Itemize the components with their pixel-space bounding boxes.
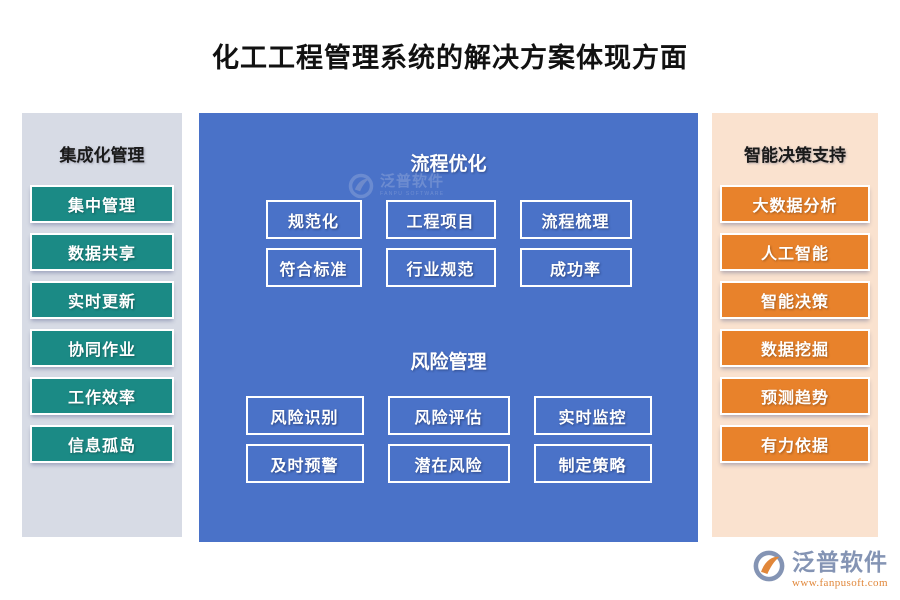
process-cell-3-2[interactable]: 成功率: [519, 248, 632, 287]
right-chip-3-label: 智能决策: [760, 294, 829, 311]
process-cell-3-1[interactable]: 流程梳理: [519, 200, 632, 239]
risk-col-2: 风险评估 潜在风险: [387, 396, 510, 483]
left-chip-1[interactable]: 集中管理: [30, 185, 174, 223]
right-chip-3[interactable]: 智能决策: [720, 281, 870, 319]
section-process-grid: 规范化 符合标准 工程项目 行业规范 流程梳理 成功率: [199, 200, 698, 287]
center-column-panel: 泛普软件 FANPU SOFTWARE 流程优化 规范化 符合标准 工程项目 行…: [199, 113, 698, 542]
risk-cell-1-2[interactable]: 及时预警: [245, 444, 364, 483]
center-section-risk-management: 风险管理 风险识别 及时预警 风险评估 潜在风险 实时监控: [199, 329, 698, 483]
process-cell-1-1-label: 规范化: [287, 213, 339, 231]
right-chip-1[interactable]: 大数据分析: [720, 185, 870, 223]
risk-cell-3-2[interactable]: 制定策略: [533, 444, 652, 483]
right-chip-2-label: 人工智能: [760, 246, 829, 263]
risk-cell-2-1[interactable]: 风险评估: [387, 396, 510, 435]
section-risk-grid: 风险识别 及时预警 风险评估 潜在风险 实时监控 制定策略: [199, 396, 698, 483]
risk-cell-2-2-label: 潜在风险: [414, 457, 483, 475]
left-chip-1-label: 集中管理: [67, 198, 136, 215]
brand-mark-icon: [753, 550, 785, 582]
process-cell-3-2-label: 成功率: [549, 261, 601, 279]
process-col-2: 工程项目 行业规范: [385, 200, 496, 287]
right-column-panel: 智能决策支持 大数据分析 人工智能 智能决策 数据挖掘 预测趋势 有力依据: [712, 113, 878, 537]
left-chip-5[interactable]: 工作效率: [30, 377, 174, 415]
left-column-header: 集成化管理: [59, 146, 145, 165]
right-chip-5[interactable]: 预测趋势: [720, 377, 870, 415]
left-chip-2[interactable]: 数据共享: [30, 233, 174, 271]
brand-name: 泛普软件: [792, 550, 888, 575]
risk-cell-1-1[interactable]: 风险识别: [245, 396, 364, 435]
brand-logo: 泛普软件 www.fanpusoft.com: [752, 549, 892, 593]
left-chip-2-label: 数据共享: [67, 246, 136, 263]
process-col-1: 规范化 符合标准: [265, 200, 362, 287]
left-column-panel: 集成化管理 集中管理 数据共享 实时更新 协同作业 工作效率 信息孤岛: [22, 113, 182, 537]
right-chip-4[interactable]: 数据挖掘: [720, 329, 870, 367]
process-cell-1-1[interactable]: 规范化: [265, 200, 362, 239]
left-chip-3-label: 实时更新: [67, 294, 136, 311]
brand-logo-text: 泛普软件 www.fanpusoft.com: [792, 549, 888, 589]
process-cell-3-1-label: 流程梳理: [541, 213, 610, 231]
right-chip-2[interactable]: 人工智能: [720, 233, 870, 271]
right-chip-4-label: 数据挖掘: [760, 342, 829, 359]
right-chip-1-label: 大数据分析: [752, 198, 838, 215]
risk-cell-1-1-label: 风险识别: [270, 409, 339, 427]
page-title: 化工工程管理系统的解决方案体现方面: [212, 43, 688, 73]
process-cell-2-1-label: 工程项目: [406, 213, 475, 231]
process-cell-2-2-label: 行业规范: [406, 261, 475, 279]
section-process-title: 流程优化: [410, 154, 487, 175]
risk-cell-1-2-label: 及时预警: [270, 457, 339, 475]
process-cell-2-1[interactable]: 工程项目: [385, 200, 496, 239]
risk-cell-3-1-label: 实时监控: [558, 409, 627, 427]
risk-cell-2-2[interactable]: 潜在风险: [387, 444, 510, 483]
risk-col-3: 实时监控 制定策略: [533, 396, 652, 483]
risk-cell-3-2-label: 制定策略: [558, 457, 627, 475]
left-chip-4[interactable]: 协同作业: [30, 329, 174, 367]
right-chip-6-label: 有力依据: [760, 438, 829, 455]
risk-cell-2-1-label: 风险评估: [414, 409, 483, 427]
right-chip-6[interactable]: 有力依据: [720, 425, 870, 463]
process-cell-1-2[interactable]: 符合标准: [265, 248, 362, 287]
right-chip-5-label: 预测趋势: [760, 390, 829, 407]
section-risk-title: 风险管理: [410, 352, 487, 373]
right-column-header: 智能决策支持: [744, 146, 846, 165]
center-section-process-optimization: 流程优化 规范化 符合标准 工程项目 行业规范 流程梳理: [199, 113, 698, 287]
left-chip-4-label: 协同作业: [67, 342, 136, 359]
left-chip-3[interactable]: 实时更新: [30, 281, 174, 319]
left-chip-6-label: 信息孤岛: [67, 438, 136, 455]
left-chip-5-label: 工作效率: [67, 390, 136, 407]
brand-url: www.fanpusoft.com: [792, 577, 888, 589]
risk-col-1: 风险识别 及时预警: [245, 396, 364, 483]
process-col-3: 流程梳理 成功率: [519, 200, 632, 287]
process-cell-2-2[interactable]: 行业规范: [385, 248, 496, 287]
process-cell-1-2-label: 符合标准: [279, 261, 348, 279]
risk-cell-3-1[interactable]: 实时监控: [533, 396, 652, 435]
left-column-chip-list: 集中管理 数据共享 实时更新 协同作业 工作效率 信息孤岛: [30, 185, 174, 473]
right-column-chip-list: 大数据分析 人工智能 智能决策 数据挖掘 预测趋势 有力依据: [720, 185, 870, 473]
left-chip-6[interactable]: 信息孤岛: [30, 425, 174, 463]
